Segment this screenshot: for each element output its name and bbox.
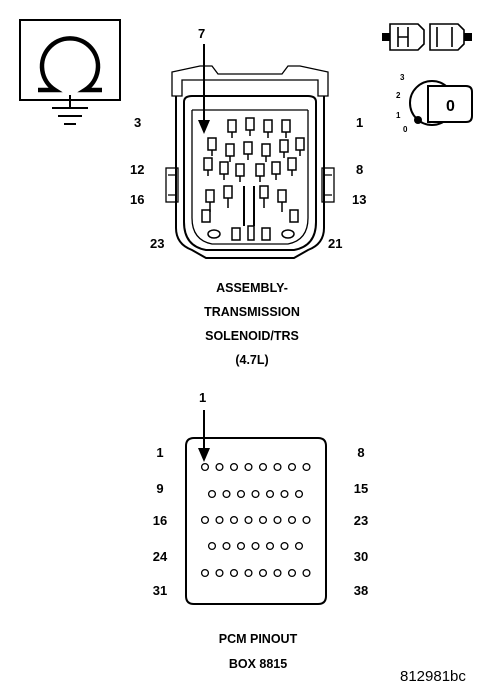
pin-label-13: 13 (352, 192, 366, 207)
pinout-row-right-label: 15 (354, 481, 368, 496)
pinout-row-left-label: 31 (153, 583, 167, 598)
pinout-row-right-label: 38 (354, 583, 368, 598)
key-label: 0 (446, 98, 455, 115)
pin-hole (236, 489, 246, 499)
caption-line-4: (4.7L) (235, 353, 268, 367)
pin-label-3: 3 (134, 115, 141, 130)
ignition-key-icon: 3 2 1 0 0 (396, 73, 473, 134)
pin-hole (280, 541, 289, 551)
pin-label-12: 12 (130, 162, 144, 177)
pin-hole (222, 489, 231, 499)
pinout-row-labels: 1 8 9 15 16 23 24 30 31 38 (153, 445, 368, 598)
key-position-dot (414, 116, 422, 124)
pinout-holes (200, 462, 311, 578)
key-position-1: 1 (396, 111, 401, 120)
pin-hole (200, 515, 210, 525)
pin-hole (215, 568, 224, 578)
key-position-0: 0 (403, 125, 408, 134)
pin-label-8: 8 (356, 162, 363, 177)
pinout-row-left-label: 9 (156, 481, 163, 496)
pin-hole (200, 568, 210, 578)
pin-label-23: 23 (150, 236, 164, 251)
pin-hole (258, 515, 268, 525)
pin-hole (265, 541, 275, 551)
pin-hole (244, 462, 253, 472)
pin-hole (229, 515, 239, 525)
pin-hole (229, 568, 239, 578)
key-position-3: 3 (400, 73, 405, 82)
pinout-caption-line-1: PCM PINOUT (219, 632, 298, 646)
ohm-meter-frame (19, 19, 121, 101)
pin-7-pointer-label: 7 (198, 26, 205, 41)
pin-hole (302, 568, 311, 578)
caption-line-1: ASSEMBLY- (216, 281, 288, 295)
ohm-meter-icon (19, 19, 121, 125)
pin-hole (215, 515, 224, 525)
pin-hole (258, 568, 268, 578)
pcm-pinout-box: 1 1 8 9 15 16 23 24 30 31 38 PCM PINOUT BOX 8815 (153, 390, 368, 671)
figure-reference-code: 812981bc (400, 668, 466, 685)
pinout-row-right-label: 8 (357, 445, 364, 460)
pinout-row-right-label: 30 (354, 549, 368, 564)
key-position-2: 2 (396, 91, 401, 100)
pin-label-1: 1 (356, 115, 363, 130)
connector-caption: ASSEMBLY- TRANSMISSION SOLENOID/TRS (4.7… (204, 281, 300, 367)
pinout-row-left-label: 1 (156, 445, 163, 460)
transmission-solenoid-connector: 7 (130, 26, 366, 367)
disconnected-connector-icon (382, 23, 472, 51)
pin-hole (207, 489, 217, 499)
pin-hole (215, 462, 224, 472)
caption-line-3: SOLENOID/TRS (205, 329, 299, 343)
pin-label-16: 16 (130, 192, 144, 207)
pin-hole (258, 462, 268, 472)
pin-hole (251, 541, 260, 551)
connector-cavities (201, 117, 305, 241)
pin-hole (294, 489, 304, 499)
pinout-row-right-label: 23 (354, 513, 368, 528)
pin-hole (294, 541, 304, 551)
pin-hole (287, 568, 297, 578)
pinout-caption-line-2: BOX 8815 (229, 657, 287, 671)
pin-label-21: 21 (328, 236, 342, 251)
pin-hole (200, 462, 210, 472)
pin-hole (302, 515, 311, 525)
pin-hole (302, 462, 311, 472)
pinout-box-outline (185, 437, 327, 605)
pin-hole (287, 515, 297, 525)
pin-hole (236, 541, 246, 551)
pin-1-pointer-label: 1 (199, 390, 206, 405)
caption-line-2: TRANSMISSION (204, 305, 300, 319)
pin-hole (287, 462, 297, 472)
pin-hole (229, 462, 239, 472)
pinout-row-left-label: 24 (153, 549, 168, 564)
pin-hole (273, 515, 282, 525)
pin-hole (244, 515, 253, 525)
pin-hole (222, 541, 231, 551)
pin-hole (244, 568, 253, 578)
pin-hole (273, 462, 282, 472)
pinout-row-left-label: 16 (153, 513, 167, 528)
pin-hole (265, 489, 275, 499)
omega-symbol (38, 36, 102, 93)
pin-hole (280, 489, 289, 499)
pin-hole (251, 489, 260, 499)
pin-hole (207, 541, 217, 551)
pin-hole (273, 568, 282, 578)
